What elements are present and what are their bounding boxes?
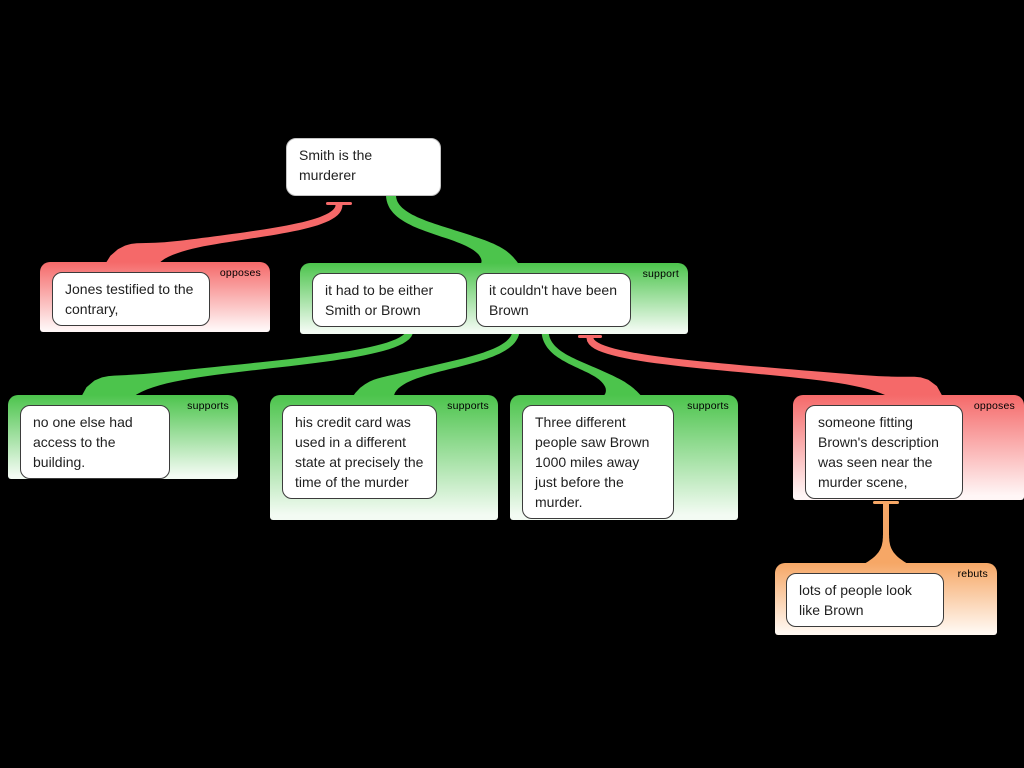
group-rebuts-lookalike[interactable]: rebuts lots of people look like Brown xyxy=(775,563,997,635)
relation-label: opposes xyxy=(219,267,261,279)
claim-node-smith-is-the-murderer[interactable]: Smith is the murderer xyxy=(286,138,441,196)
relation-label: supports xyxy=(447,400,489,412)
group-supports-credit-card[interactable]: supports his credit card was used in a d… xyxy=(270,395,498,520)
reason-text: lots of people look like Brown xyxy=(799,582,912,618)
claim-text: Smith is the murderer xyxy=(299,147,373,183)
opposes-bar-opposes-jones xyxy=(326,202,352,205)
group-opposes-jones[interactable]: opposes Jones testified to the contrary, xyxy=(40,262,270,332)
connector-smith-claim-to-support-main xyxy=(386,195,520,267)
reason-node-jones-testified[interactable]: Jones testified to the contrary, xyxy=(52,272,210,326)
relation-label: support xyxy=(642,268,679,280)
reason-node-couldnt-have-been-brown[interactable]: it couldn't have been Brown xyxy=(476,273,631,327)
group-support-main[interactable]: support it had to be either Smith or Bro… xyxy=(300,263,688,334)
connector-it-couldnt-have-been-brown-to-opposes-description xyxy=(586,338,944,411)
connector-opposes-description-to-rebuts-lookalike xyxy=(858,504,914,567)
reason-text: his credit card was used in a different … xyxy=(295,414,424,490)
relation-label: opposes xyxy=(973,400,1015,412)
relation-label: supports xyxy=(687,400,729,412)
reason-text: it couldn't have been Brown xyxy=(489,282,617,318)
relation-label: rebuts xyxy=(957,568,988,580)
reason-text: someone fitting Brown's description was … xyxy=(818,414,939,490)
group-opposes-description[interactable]: opposes someone fitting Brown's descript… xyxy=(793,395,1024,500)
reason-text: no one else had access to the building. xyxy=(33,414,133,470)
connector-it-had-to-be-either-smith-or-brown-to-supports-access xyxy=(80,330,414,410)
reason-text: Jones testified to the contrary, xyxy=(65,281,194,317)
reason-node-three-witnesses[interactable]: Three different people saw Brown 1000 mi… xyxy=(522,405,674,519)
reason-node-no-one-else-access[interactable]: no one else had access to the building. xyxy=(20,405,170,479)
connector-it-couldnt-have-been-brown-to-supports-witnesses xyxy=(541,330,644,399)
reason-node-fitting-description[interactable]: someone fitting Brown's description was … xyxy=(805,405,963,499)
group-supports-witnesses[interactable]: supports Three different people saw Brow… xyxy=(510,395,738,520)
group-supports-access[interactable]: supports no one else had access to the b… xyxy=(8,395,238,479)
reason-node-lots-look-like-brown[interactable]: lots of people look like Brown xyxy=(786,573,944,627)
reason-node-credit-card[interactable]: his credit card was used in a different … xyxy=(282,405,437,499)
reason-text: Three different people saw Brown 1000 mi… xyxy=(535,414,650,510)
connector-smith-claim-to-opposes-jones xyxy=(104,205,343,276)
reason-node-either-smith-or-brown[interactable]: it had to be either Smith or Brown xyxy=(312,273,467,327)
connector-it-couldnt-have-been-brown-to-supports-credit xyxy=(351,330,520,402)
rebuts-bar-rebuts-lookalike xyxy=(873,501,899,504)
opposes-bar-opposes-description xyxy=(578,335,602,338)
relation-label: supports xyxy=(187,400,229,412)
reason-text: it had to be either Smith or Brown xyxy=(325,282,434,318)
